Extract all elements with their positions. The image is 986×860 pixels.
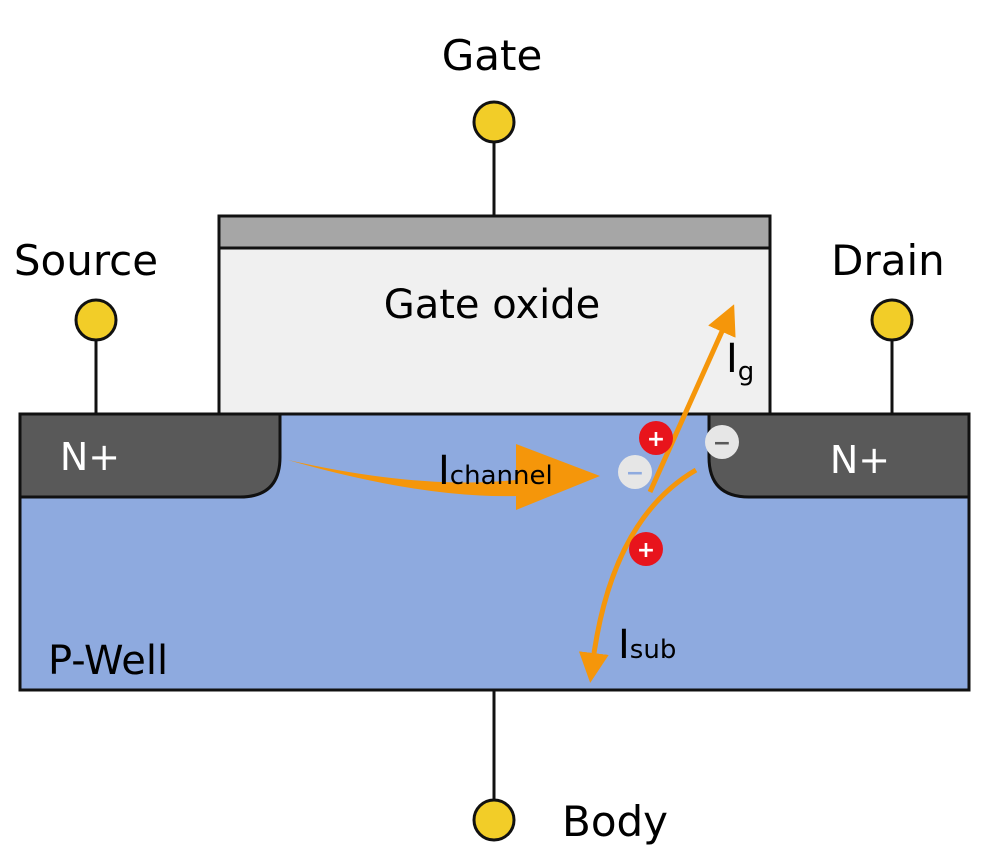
substrate-current-arrow (578, 467, 698, 683)
source-label: Source (14, 236, 158, 285)
source-n-plus-label: N+ (60, 435, 120, 479)
channel-current-symbol: I (438, 448, 450, 494)
gate-electrode (217, 214, 772, 250)
svg-text:+: + (637, 538, 655, 563)
gate-terminal (472, 100, 516, 144)
substrate-current-label: Isub (618, 622, 676, 668)
electron-carrier-channel: − (618, 455, 652, 489)
body-terminal (472, 798, 516, 842)
gate-oxide-label: Gate oxide (384, 282, 601, 328)
channel-current-label: Ichannel (438, 448, 553, 494)
source-n-plus (18, 412, 282, 499)
svg-text:−: − (713, 431, 731, 456)
source-terminal (74, 298, 118, 342)
gate-label: Gate (442, 31, 543, 80)
hole-carrier-bottom: + (629, 532, 663, 566)
channel-current-subscript: channel (450, 461, 553, 491)
hole-carrier-top: + (639, 421, 673, 455)
body-label: Body (562, 797, 668, 846)
channel-current-arrow (288, 444, 600, 510)
drain-label: Drain (831, 236, 945, 285)
gate-current-symbol: I (726, 336, 738, 382)
substrate-current-symbol: I (618, 622, 630, 668)
svg-text:−: − (626, 461, 644, 486)
drain-n-plus-label: N+ (830, 438, 890, 482)
gate-current-label: Ig (726, 336, 754, 387)
svg-text:+: + (647, 427, 665, 452)
gate-current-arrow (647, 304, 736, 494)
substrate-current-subscript: sub (630, 635, 677, 665)
drain-terminal (870, 298, 914, 342)
electron-carrier-drain: − (705, 425, 739, 459)
drain-n-plus (707, 412, 971, 499)
gate-current-subscript: g (738, 357, 755, 387)
gate-oxide (217, 246, 772, 416)
p-well-label: P-Well (48, 638, 168, 684)
